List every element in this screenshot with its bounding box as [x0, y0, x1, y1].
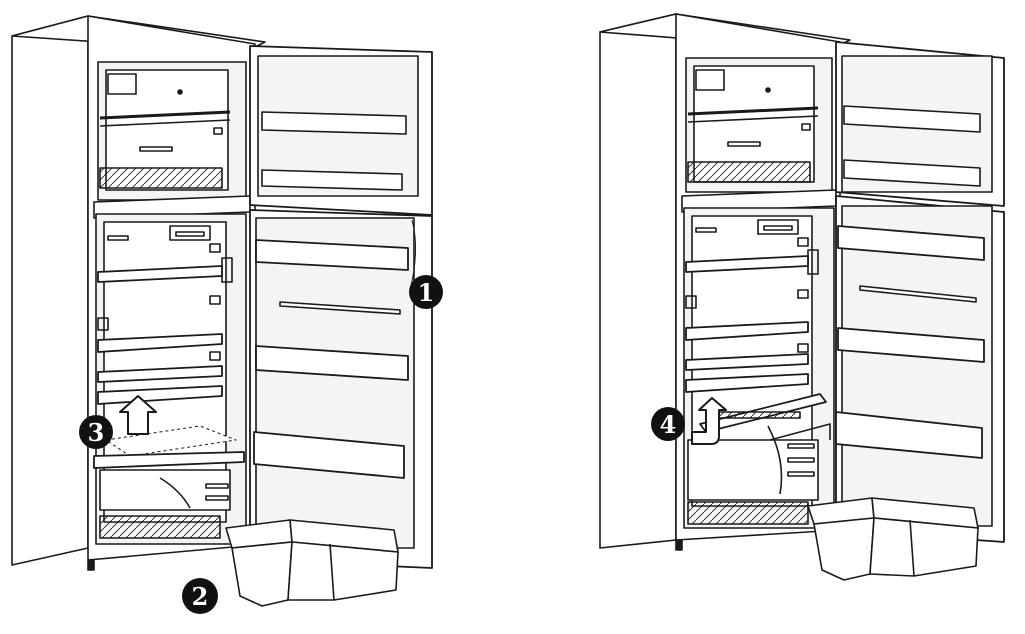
glass-shelf-3	[97, 365, 223, 383]
door-bin-3	[835, 411, 983, 459]
crisper-cover-lifting	[105, 425, 237, 457]
glass-shelf-2	[685, 321, 809, 341]
freezer-fan-box	[695, 69, 725, 91]
door-bin-2	[255, 345, 409, 381]
door-rail	[859, 285, 977, 303]
door-bin-freezer-1	[261, 111, 407, 135]
left-door	[249, 45, 433, 569]
cabinet-foot	[87, 559, 95, 571]
callout-3: 3	[79, 415, 113, 449]
freezer-fan-box	[107, 73, 137, 95]
freezer-compartment	[685, 57, 833, 193]
crisper-rail	[93, 451, 245, 469]
door-rail	[279, 301, 401, 315]
callout-4: 4	[651, 407, 685, 441]
fridge-left	[11, 15, 433, 607]
fridge-light	[695, 227, 717, 233]
door-bin-3	[253, 431, 405, 479]
freezer-vent	[727, 141, 761, 147]
fridge-right	[599, 13, 1005, 581]
callout-2: 2	[182, 578, 218, 614]
glass-shelf-4	[685, 373, 809, 393]
cabinet-side	[599, 13, 677, 549]
callout-4-label: 4	[660, 410, 677, 439]
fridge-light	[107, 235, 129, 241]
callout-1: 1	[409, 275, 443, 309]
door-bin-freezer-1	[843, 105, 981, 133]
glass-shelf-3	[685, 353, 809, 371]
cabinet-side	[11, 15, 89, 566]
freezer-shelf	[687, 106, 819, 116]
glass-shelf-1	[685, 255, 809, 273]
freezer-compartment	[97, 61, 247, 201]
fridge-floor-grid	[99, 515, 221, 539]
crisper-drawers-right	[807, 497, 979, 581]
glass-shelf-1	[97, 265, 223, 283]
fridge-floor-grid	[687, 501, 809, 525]
freezer-floor-grid	[687, 161, 811, 183]
curved-arrow-icon	[691, 397, 727, 445]
door-bin-freezer-2	[261, 169, 403, 191]
door-bin-freezer-2	[843, 159, 981, 187]
door-bin-2	[837, 327, 985, 363]
fridge-compartment	[93, 213, 247, 545]
door-gasket	[409, 219, 417, 291]
door-bin-1	[837, 225, 985, 261]
callout-1-label: 1	[418, 278, 435, 307]
freezer-shelf	[99, 110, 231, 120]
callout-2-label: 2	[192, 582, 209, 611]
door-bin-1	[255, 239, 409, 271]
callout-3-label: 3	[88, 418, 105, 447]
crisper-drawers-left	[225, 519, 399, 607]
cabinet-foot	[675, 539, 683, 551]
glass-shelf-2	[97, 333, 223, 353]
fridge-compartment	[683, 207, 835, 529]
freezer-vent	[139, 146, 173, 152]
freezer-floor-grid	[99, 167, 223, 189]
glass-shelf-4	[97, 385, 223, 405]
arrow-up-icon	[119, 395, 157, 435]
right-door	[835, 41, 1005, 543]
